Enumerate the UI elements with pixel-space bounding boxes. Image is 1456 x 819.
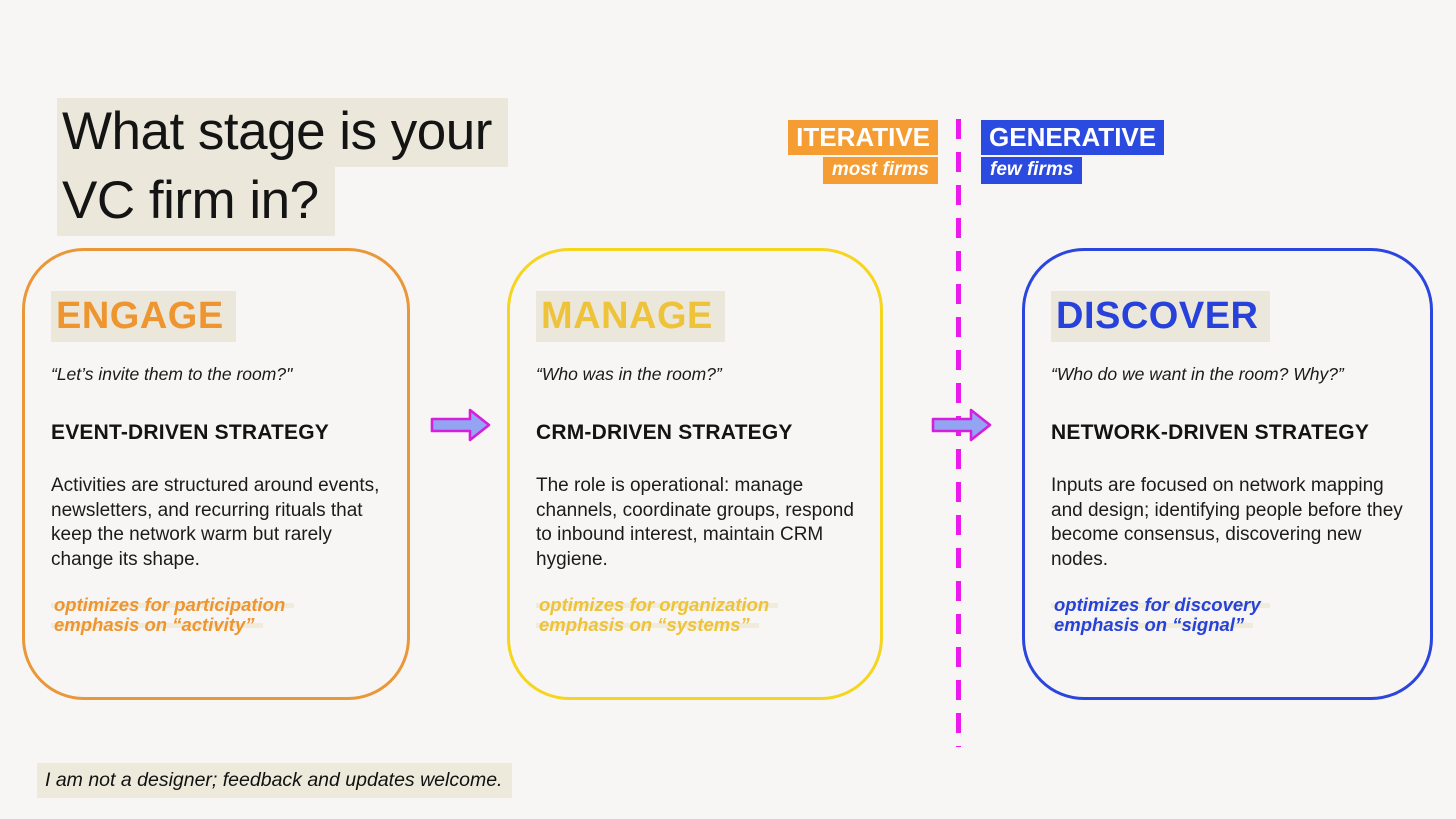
page-title: What stage is your VC firm in? [57,97,508,236]
generative-label: GENERATIVE [981,120,1165,155]
page-title-line-1: What stage is your [57,97,508,167]
card-engage-body: Activities are structured around events,… [51,475,380,570]
card-discover-quote: “Who do we want in the room? Why?” [1051,364,1344,384]
card-discover: DISCOVER “Who do we want in the room? Wh… [1022,248,1433,700]
card-engage: ENGAGE “Let’s invite them to the room?" … [22,248,410,700]
arrow-right-icon [430,408,491,442]
card-manage-quote: “Who was in the room?” [536,364,722,384]
card-engage-strategy: EVENT-DRIVEN STRATEGY [51,421,330,444]
card-manage-title: MANAGE [536,291,725,342]
arrow-right-icon [931,408,992,442]
card-discover-strategy: NETWORK-DRIVEN STRATEGY [1051,421,1370,444]
card-discover-title: DISCOVER [1051,291,1271,342]
iterative-label-group: ITERATIVE most firms [788,120,938,184]
iterative-label: ITERATIVE [788,120,938,155]
generative-label-group: GENERATIVE few firms [981,120,1165,184]
card-manage-strategy: CRM-DRIVEN STRATEGY [536,421,793,444]
iterative-sublabel: most firms [822,157,938,184]
card-manage-body: The role is operational: manage channels… [536,475,854,570]
card-engage-title: ENGAGE [51,291,236,342]
card-discover-body: Inputs are focused on network mapping an… [1051,475,1403,570]
generative-sublabel: few firms [981,157,1083,184]
card-manage: MANAGE “Who was in the room?” CRM-DRIVEN… [507,248,883,700]
iterative-generative-divider-line [956,119,961,747]
card-manage-tag-2: emphasis on “systems” [536,615,759,634]
card-engage-quote: “Let’s invite them to the room?" [51,364,293,384]
card-discover-tag-2: emphasis on “signal” [1051,615,1254,634]
card-engage-tag-2: emphasis on “activity” [51,615,264,634]
page-title-line-2: VC firm in? [57,166,335,236]
footer-note: I am not a designer; feedback and update… [37,763,513,798]
